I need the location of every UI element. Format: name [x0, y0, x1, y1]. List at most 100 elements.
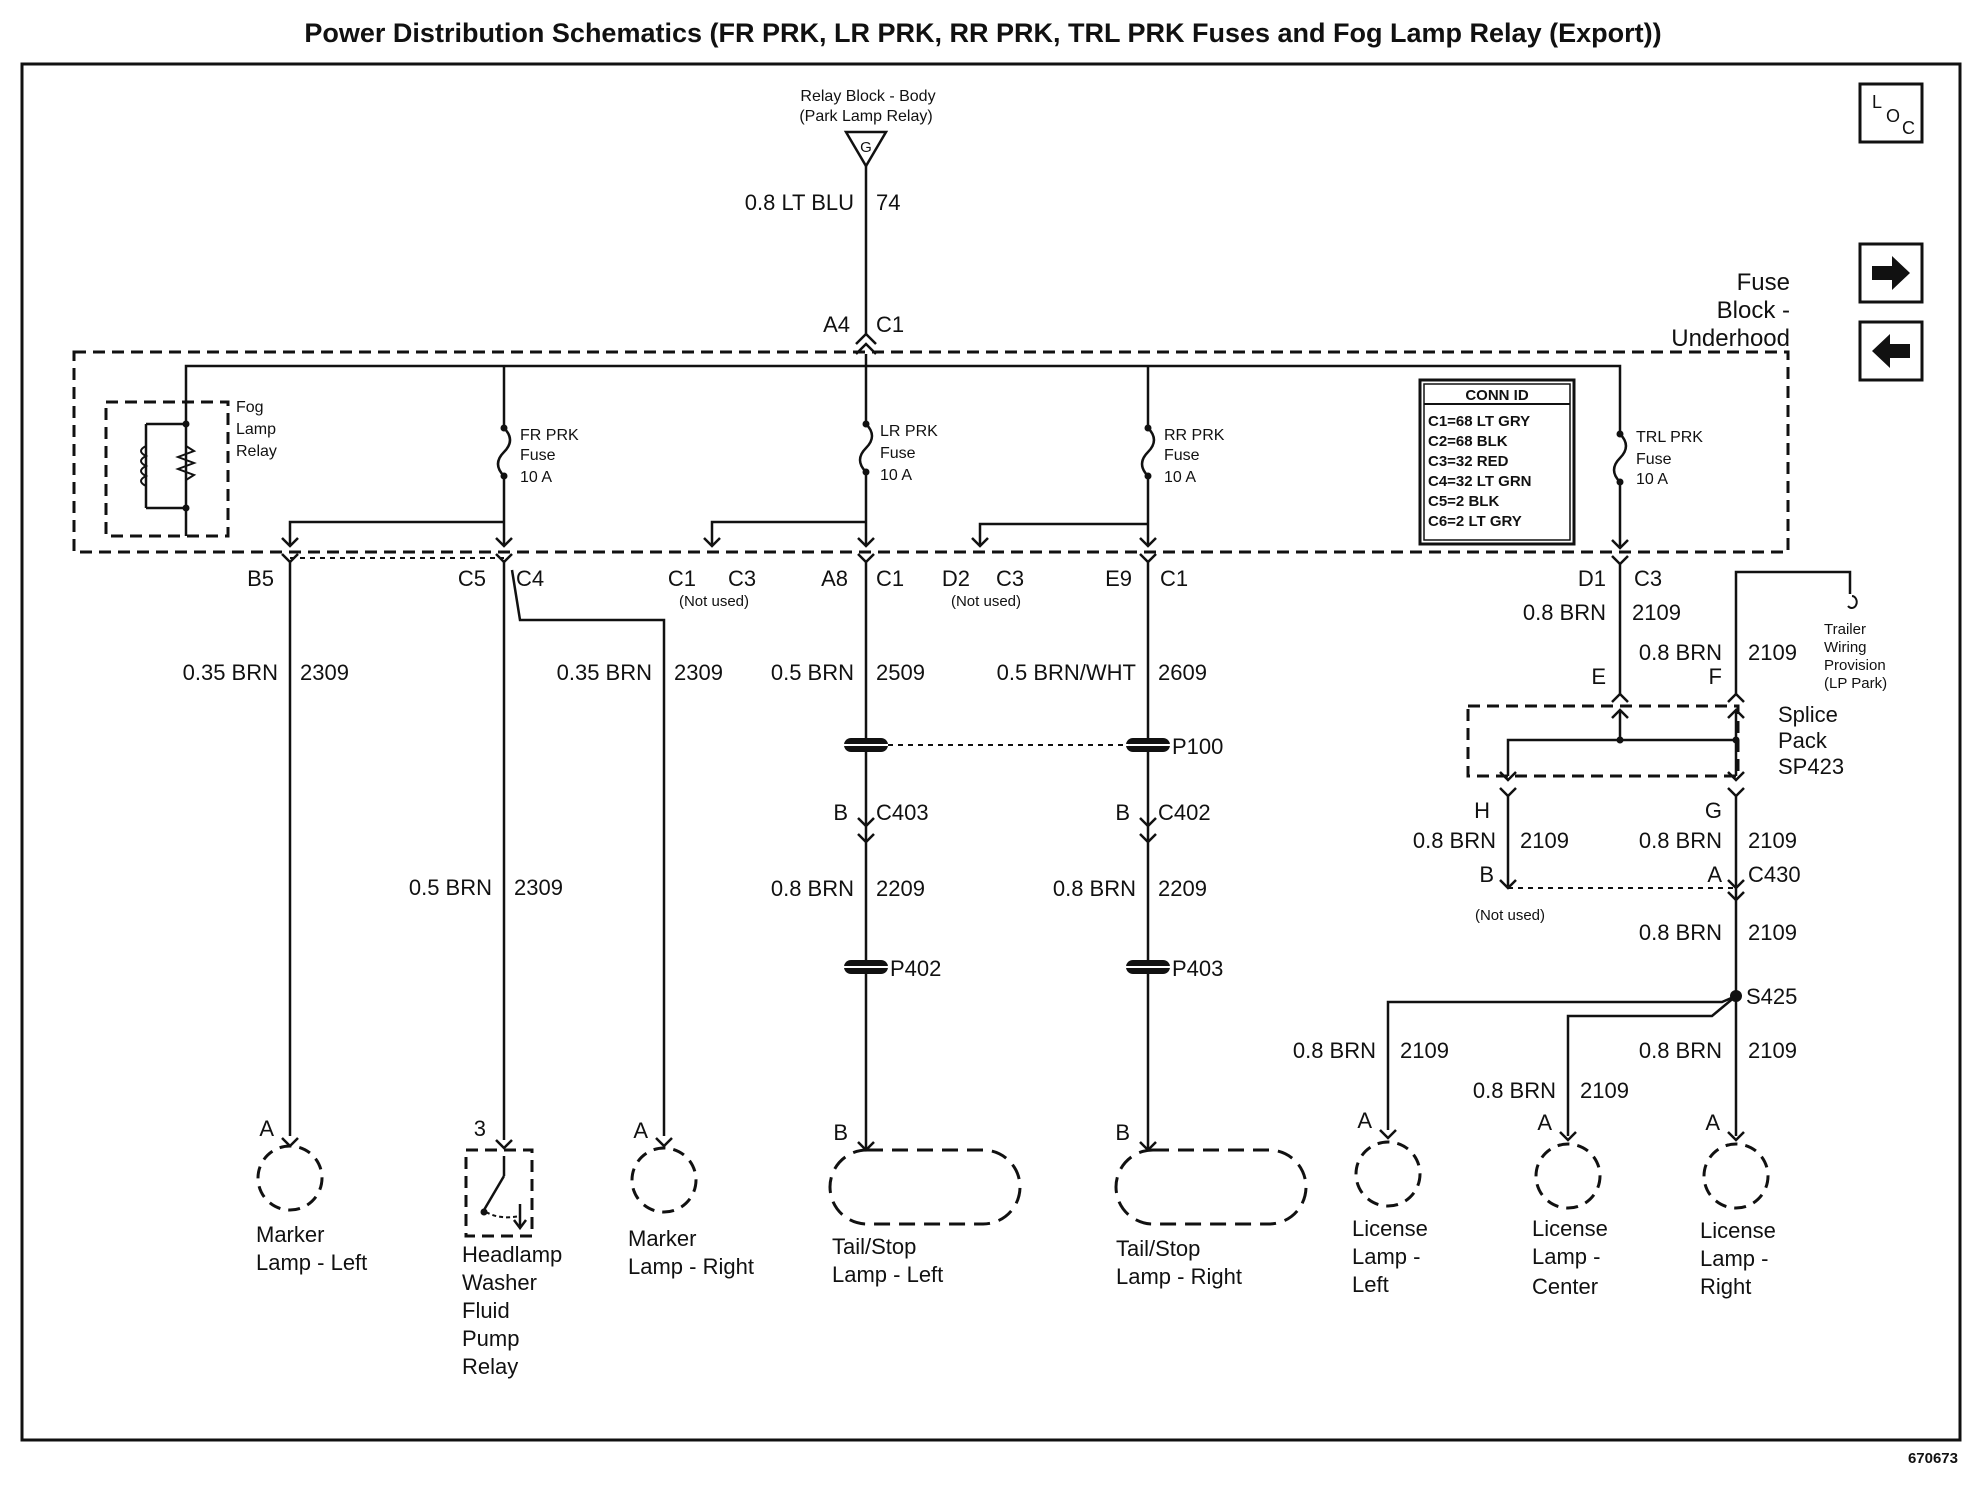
- svg-text:C1: C1: [876, 566, 904, 591]
- connector-c402: B C402: [1115, 800, 1211, 844]
- diagram-frame: [20, 62, 1962, 1442]
- previous-page-button[interactable]: [1858, 320, 1924, 382]
- svg-text:2309: 2309: [300, 660, 349, 685]
- svg-text:C2=68 BLK: C2=68 BLK: [1428, 433, 1508, 450]
- svg-text:C3: C3: [728, 566, 756, 591]
- svg-text:RR PRK: RR PRK: [1164, 427, 1225, 444]
- lr-prk-fuse: LR PRK Fuse 10 A: [858, 366, 938, 546]
- svg-text:Lamp - Right: Lamp - Right: [628, 1254, 754, 1279]
- figure-id: 670673: [1908, 1450, 1958, 1467]
- svg-text:C402: C402: [1158, 800, 1211, 825]
- svg-text:A8: A8: [821, 566, 848, 591]
- loc-button[interactable]: L O C: [1858, 82, 1924, 144]
- svg-text:0.5 BRN/WHT: 0.5 BRN/WHT: [997, 660, 1136, 685]
- svg-text:C: C: [1902, 118, 1915, 138]
- next-page-button[interactable]: [1858, 242, 1924, 304]
- svg-text:(Park Lamp Relay): (Park Lamp Relay): [799, 108, 932, 125]
- svg-text:Relay: Relay: [462, 1354, 518, 1379]
- connector-c403: B C403: [833, 800, 929, 844]
- svg-text:TRL PRK: TRL PRK: [1636, 429, 1703, 446]
- svg-text:P403: P403: [1172, 956, 1223, 981]
- svg-text:C1=68 LT GRY: C1=68 LT GRY: [1428, 413, 1530, 430]
- svg-text:Marker: Marker: [256, 1222, 324, 1247]
- svg-text:0.8 BRN: 0.8 BRN: [1053, 876, 1136, 901]
- svg-text:Relay Block - Body: Relay Block - Body: [800, 88, 935, 105]
- svg-text:P402: P402: [890, 956, 941, 981]
- svg-text:0.8 BRN: 0.8 BRN: [1523, 600, 1606, 625]
- svg-text:Lamp -: Lamp -: [1700, 1246, 1768, 1271]
- svg-text:B: B: [1115, 1120, 1130, 1145]
- svg-text:2109: 2109: [1748, 920, 1797, 945]
- svg-text:E: E: [1591, 664, 1606, 689]
- svg-text:0.35 BRN: 0.35 BRN: [183, 660, 278, 685]
- svg-text:Block -: Block -: [1717, 297, 1790, 324]
- svg-text:3: 3: [474, 1116, 486, 1141]
- svg-text:2209: 2209: [1158, 876, 1207, 901]
- svg-text:A: A: [1705, 1110, 1720, 1135]
- svg-text:10 A: 10 A: [520, 469, 552, 486]
- license-lamp-center: A License Lamp - Center: [1532, 1110, 1608, 1299]
- svg-text:P100: P100: [1172, 734, 1223, 759]
- svg-text:2109: 2109: [1632, 600, 1681, 625]
- svg-text:Lamp - Right: Lamp - Right: [1116, 1264, 1242, 1289]
- svg-text:Fog: Fog: [236, 399, 264, 416]
- svg-text:2109: 2109: [1748, 1038, 1797, 1063]
- marker-lamp-left: A Marker Lamp - Left: [256, 1116, 367, 1275]
- svg-text:A: A: [1357, 1108, 1372, 1133]
- connector-c430: B A C430 (Not used): [1475, 862, 1801, 924]
- fog-lamp-relay: Fog Lamp Relay: [104, 399, 277, 538]
- svg-text:Fuse: Fuse: [1164, 447, 1200, 464]
- svg-text:2309: 2309: [514, 875, 563, 900]
- svg-text:Relay: Relay: [236, 443, 277, 460]
- svg-text:E9: E9: [1105, 566, 1132, 591]
- svg-text:Lamp: Lamp: [236, 421, 276, 438]
- tail-stop-lamp-left: B Tail/Stop Lamp - Left: [828, 1120, 1022, 1287]
- svg-text:B: B: [1479, 862, 1494, 887]
- splice-s425: S425: [1386, 984, 1797, 1136]
- trl-prk-fuse: TRL PRK Fuse 10 A: [1612, 374, 1703, 548]
- svg-text:(Not used): (Not used): [951, 593, 1021, 610]
- rr-prk-fuse: RR PRK Fuse 10 A: [1140, 366, 1225, 546]
- svg-text:C4: C4: [516, 566, 544, 591]
- svg-text:C430: C430: [1748, 862, 1801, 887]
- connector-pin: A4: [823, 312, 850, 337]
- svg-text:Fuse: Fuse: [520, 447, 556, 464]
- svg-text:10 A: 10 A: [1164, 469, 1196, 486]
- circuit-label: 74: [876, 190, 900, 215]
- svg-text:Tail/Stop: Tail/Stop: [832, 1234, 916, 1259]
- svg-text:LR PRK: LR PRK: [880, 423, 938, 440]
- svg-text:License: License: [1700, 1218, 1776, 1243]
- svg-text:A: A: [633, 1118, 648, 1143]
- svg-text:(LP Park): (LP Park): [1824, 675, 1887, 692]
- svg-text:FR PRK: FR PRK: [520, 427, 579, 444]
- svg-text:Pump: Pump: [462, 1326, 519, 1351]
- page-title: Power Distribution Schematics (FR PRK, L…: [304, 18, 1661, 48]
- svg-text:0.8 BRN: 0.8 BRN: [771, 876, 854, 901]
- svg-text:2109: 2109: [1748, 640, 1797, 665]
- license-lamp-left: A License Lamp - Left: [1352, 1108, 1428, 1297]
- svg-text:Left: Left: [1352, 1272, 1389, 1297]
- svg-text:License: License: [1532, 1216, 1608, 1241]
- svg-text:10 A: 10 A: [1636, 471, 1668, 488]
- svg-text:SP423: SP423: [1778, 754, 1844, 779]
- svg-text:C1: C1: [1160, 566, 1188, 591]
- svg-text:2209: 2209: [876, 876, 925, 901]
- svg-text:(Not used): (Not used): [679, 593, 749, 610]
- svg-text:Fuse: Fuse: [880, 445, 916, 462]
- svg-text:0.8 BRN: 0.8 BRN: [1639, 1038, 1722, 1063]
- svg-text:B5: B5: [247, 566, 274, 591]
- svg-text:0.5 BRN: 0.5 BRN: [771, 660, 854, 685]
- svg-text:Lamp -: Lamp -: [1532, 1244, 1600, 1269]
- svg-text:S425: S425: [1746, 984, 1797, 1009]
- fr-prk-fuse: FR PRK Fuse 10 A: [496, 366, 579, 546]
- pass-through-p402: P402: [844, 956, 941, 981]
- svg-text:(Not used): (Not used): [1475, 907, 1545, 924]
- svg-text:0.35 BRN: 0.35 BRN: [557, 660, 652, 685]
- svg-text:Fluid: Fluid: [462, 1298, 510, 1323]
- svg-text:A: A: [259, 1116, 274, 1141]
- svg-text:D2: D2: [942, 566, 970, 591]
- relay-block-source: Relay Block - Body (Park Lamp Relay) G: [799, 88, 936, 169]
- svg-text:2509: 2509: [876, 660, 925, 685]
- svg-text:0.8 BRN: 0.8 BRN: [1473, 1078, 1556, 1103]
- svg-text:10 A: 10 A: [880, 467, 912, 484]
